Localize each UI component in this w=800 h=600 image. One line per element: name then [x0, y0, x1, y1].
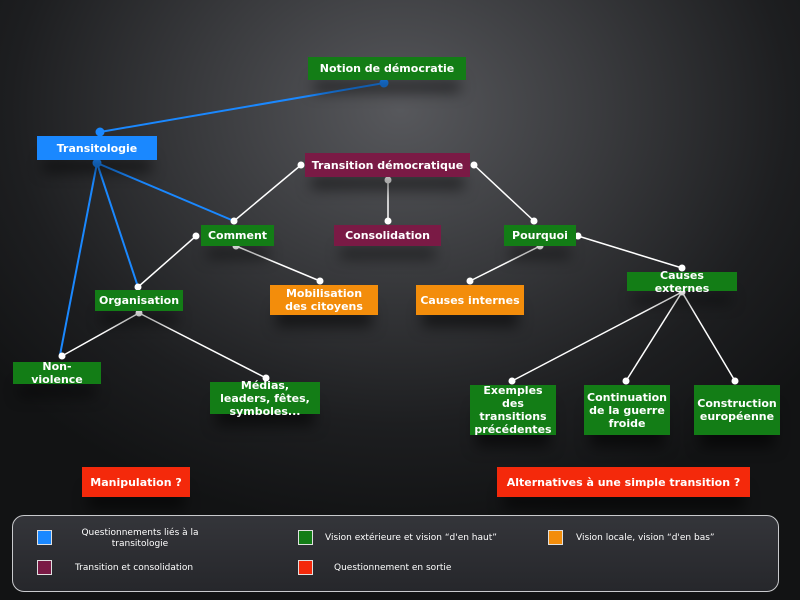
node-manipulation[interactable]: Manipulation ? [82, 467, 190, 497]
link-externes-exemples [511, 291, 683, 382]
legend-label-orange: Vision locale, vision “d'en bas” [576, 533, 715, 543]
link-pourquoi-causes-externes [577, 235, 683, 269]
legend-label-green: Vision extérieure et vision “d'en haut” [325, 533, 497, 543]
link-endpoint [379, 78, 389, 88]
legend-label-blue: Questionnements liés à la transitologie [81, 528, 199, 549]
link-endpoint [574, 232, 582, 240]
node-comment[interactable]: Comment [201, 225, 274, 246]
link-endpoint [470, 161, 478, 169]
link-comment-organisation [137, 235, 197, 288]
node-causes-externes[interactable]: Causes externes [627, 269, 737, 295]
link-endpoint [135, 309, 143, 317]
node-pourquoi[interactable]: Pourquoi [504, 225, 576, 246]
node-medias-leaders[interactable]: Médias, leaders, fêtes, symboles... [210, 379, 320, 418]
node-mobilisation-citoyens[interactable]: Mobilisation des citoyens [270, 285, 378, 315]
node-non-violence[interactable]: Non-violence [13, 360, 101, 386]
link-externes-construction [681, 291, 736, 382]
node-causes-internes[interactable]: Causes internes [416, 285, 524, 315]
node-exemples-transitions[interactable]: Exemples des transitions précédentes [470, 384, 556, 436]
node-transition-democratique[interactable]: Transition démocratique [305, 153, 470, 177]
node-guerre-froide[interactable]: Continuation de la guerre froide [584, 385, 670, 435]
link-endpoint [466, 277, 474, 285]
legend-label-maroon: Transition et consolidation [75, 563, 194, 573]
link-endpoint [622, 377, 630, 385]
link-endpoint [678, 264, 686, 272]
node-organisation[interactable]: Organisation [95, 290, 183, 311]
node-notion-democratie[interactable]: Notion de démocratie [308, 57, 466, 80]
link-endpoint [508, 377, 516, 385]
legend-swatch-maroon [37, 560, 52, 575]
node-alternatives[interactable]: Alternatives à une simple transition ? [497, 467, 750, 497]
legend-label-red: Questionnement en sortie [334, 563, 452, 573]
link-endpoint [384, 176, 392, 184]
link-transitologie-comment [96, 162, 235, 222]
link-organisation-medias [138, 312, 267, 379]
link-transitologie-nonviolence [59, 162, 98, 356]
link-transitologie-notion [99, 82, 385, 133]
node-construction-europeenne[interactable]: Construction européenne [694, 385, 780, 435]
link-endpoint [92, 158, 102, 168]
link-endpoint [58, 352, 66, 360]
link-organisation-nonviolence [61, 312, 140, 357]
node-transitologie[interactable]: Transitologie [37, 136, 157, 160]
legend-panel: Questionnements liés à la transitologie … [12, 515, 779, 592]
node-consolidation[interactable]: Consolidation [334, 225, 441, 246]
link-endpoint [230, 217, 238, 225]
link-endpoint [262, 374, 270, 382]
link-endpoint [297, 161, 305, 169]
link-endpoint [95, 127, 105, 137]
link-endpoint [731, 377, 739, 385]
link-externes-guerre-froide [625, 291, 683, 382]
link-transition-pourquoi [473, 164, 535, 222]
link-endpoint [316, 277, 324, 285]
link-transition-comment [233, 164, 302, 222]
link-endpoint [530, 217, 538, 225]
link-pourquoi-causes-internes [469, 245, 541, 282]
link-endpoint [134, 283, 142, 291]
link-endpoint [192, 232, 200, 240]
link-comment-mobilisation [235, 245, 321, 282]
link-endpoint [384, 217, 392, 225]
link-transitologie-organisation [96, 162, 139, 288]
legend-swatch-red [298, 560, 313, 575]
legend-swatch-green [298, 530, 313, 545]
legend-swatch-orange [548, 530, 563, 545]
legend-swatch-blue [37, 530, 52, 545]
